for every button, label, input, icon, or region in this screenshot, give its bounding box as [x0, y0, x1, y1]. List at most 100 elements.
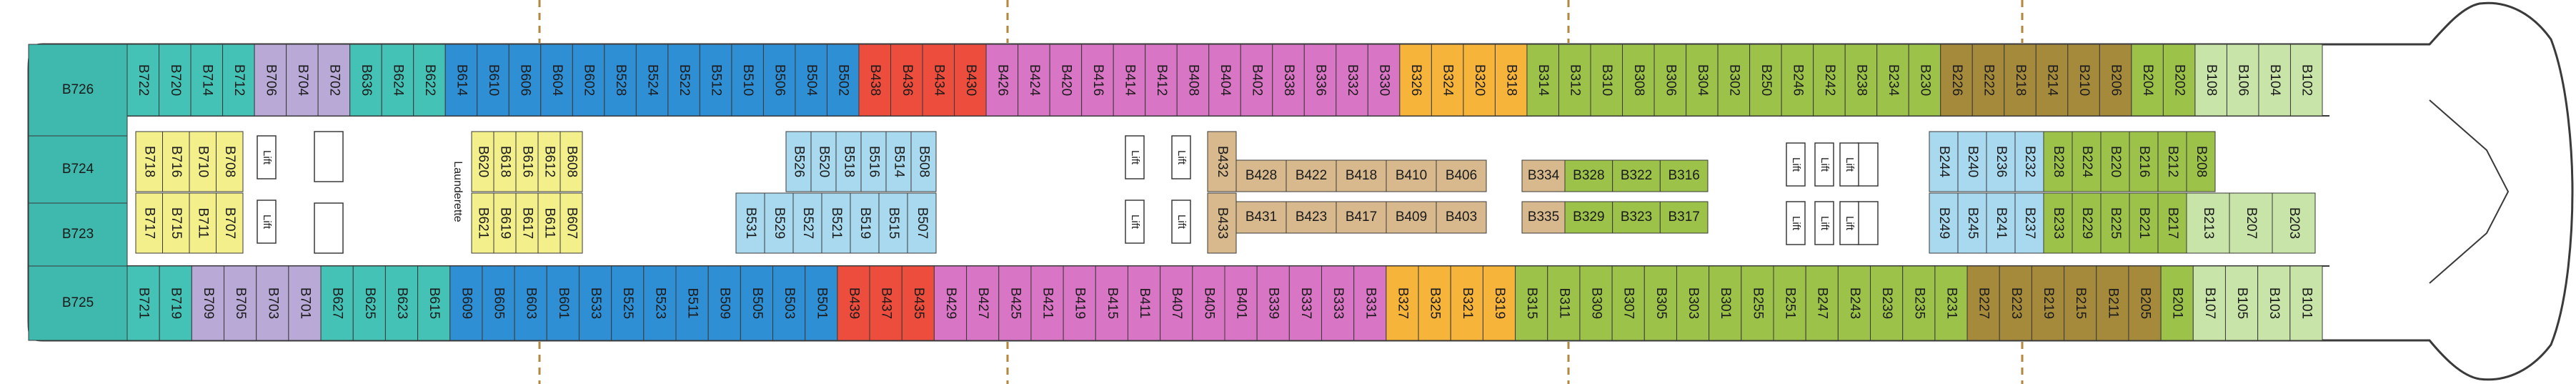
cabin-b108-top-box[interactable] — [2194, 44, 2227, 117]
inner-cabin-b241[interactable]: B241 — [1986, 192, 2016, 254]
cabin-b627-bottom[interactable]: B627 — [320, 265, 354, 341]
cabin-b702-top-box[interactable] — [317, 44, 351, 117]
cabin-b303-bottom-box[interactable] — [1676, 265, 1710, 341]
inner-cabin-b422-box[interactable] — [1285, 159, 1337, 192]
inner-cabin-b607-box[interactable] — [560, 192, 583, 254]
cabin-b333-bottom[interactable]: B333 — [1321, 265, 1355, 341]
cabin-b606-top-box[interactable] — [508, 44, 542, 117]
inner-cabin-b618[interactable]: B618 — [493, 131, 517, 192]
cabin-b223-bottom[interactable]: B223 — [1999, 265, 2032, 341]
cabin-b705-bottom-box[interactable] — [224, 265, 257, 341]
inner-cabin-b620-box[interactable] — [471, 131, 494, 192]
inner-cabin-b334[interactable]: B334 — [1521, 159, 1566, 192]
cabin-b218-top[interactable]: B218 — [2004, 44, 2037, 117]
cabin-b604-top-box[interactable] — [540, 44, 573, 117]
inner-cabin-b221-box[interactable] — [2129, 192, 2159, 254]
cabin-b338-top-box[interactable] — [1272, 44, 1305, 117]
cabin-b719-bottom-box[interactable] — [159, 265, 192, 341]
inner-cabin-b717-box[interactable] — [135, 192, 163, 254]
cabin-b246-top[interactable]: B246 — [1781, 44, 1814, 117]
cabin-b501-bottom-box[interactable] — [805, 265, 838, 341]
cabin-b509-bottom[interactable]: B509 — [707, 265, 741, 341]
inner-cabin-b220-box[interactable] — [2100, 131, 2130, 192]
cabin-b622-top-box[interactable] — [413, 44, 446, 117]
inner-cabin-b244[interactable]: B244 — [1929, 131, 1959, 192]
inner-cabin-b431-box[interactable] — [1235, 201, 1287, 234]
cabin-b603-bottom[interactable]: B603 — [514, 265, 547, 341]
cabin-b320-top-box[interactable] — [1463, 44, 1496, 117]
cabin-b306-top[interactable]: B306 — [1653, 44, 1687, 117]
cabin-b714-top-box[interactable] — [190, 44, 224, 117]
cabin-b305-bottom-box[interactable] — [1643, 265, 1677, 341]
cabin-b101-bottom[interactable]: B101 — [2289, 265, 2323, 341]
inner-cabin-b432[interactable]: B432 — [1207, 131, 1237, 192]
cabin-b603-bottom-box[interactable] — [514, 265, 547, 341]
inner-cabin-b617-box[interactable] — [515, 192, 539, 254]
cabin-b202-top[interactable]: B202 — [2162, 44, 2196, 117]
cabin-b227-bottom-box[interactable] — [1966, 265, 2000, 341]
cabin-b726-box[interactable] — [28, 44, 128, 137]
cabin-b724-box[interactable] — [28, 135, 128, 204]
cabin-b314-top[interactable]: B314 — [1526, 44, 1559, 117]
cabin-b504-top-box[interactable] — [795, 44, 827, 117]
inner-cabin-b406[interactable]: B406 — [1436, 159, 1487, 192]
cabin-b204-top-box[interactable] — [2131, 44, 2164, 117]
cabin-b239-bottom[interactable]: B239 — [1870, 265, 1904, 341]
inner-cabin-b529-box[interactable] — [764, 192, 794, 254]
cabin-b505-bottom-box[interactable] — [740, 265, 774, 341]
inner-cabin-b423-box[interactable] — [1285, 201, 1337, 234]
cabin-b427-bottom-box[interactable] — [966, 265, 1000, 341]
inner-cabin-b520-box[interactable] — [810, 131, 837, 192]
inner-cabin-b710-box[interactable] — [189, 131, 217, 192]
inner-cabin-b229-box[interactable] — [2072, 192, 2102, 254]
inner-cabin-b317-box[interactable] — [1659, 201, 1709, 234]
cabin-b719-bottom[interactable]: B719 — [159, 265, 192, 341]
cabin-b429-bottom[interactable]: B429 — [933, 265, 968, 341]
cabin-b712-top-box[interactable] — [222, 44, 255, 117]
cabin-b318-top-box[interactable] — [1494, 44, 1528, 117]
inner-cabin-b236[interactable]: B236 — [1986, 131, 2016, 192]
cabin-b327-bottom[interactable]: B327 — [1386, 265, 1419, 341]
cabin-b338-top[interactable]: B338 — [1272, 44, 1305, 117]
cabin-b255-bottom[interactable]: B255 — [1741, 265, 1774, 341]
cabin-b219-bottom-box[interactable] — [2031, 265, 2065, 341]
cabin-b304-top[interactable]: B304 — [1686, 44, 1719, 117]
cabin-b332-top-box[interactable] — [1336, 44, 1368, 117]
cabin-b419-bottom[interactable]: B419 — [1063, 265, 1096, 341]
cabin-b215-bottom[interactable]: B215 — [2064, 265, 2097, 341]
inner-cabin-b203[interactable]: B203 — [2272, 192, 2316, 254]
cabin-b721-bottom[interactable]: B721 — [126, 265, 160, 341]
inner-cabin-b236-box[interactable] — [1986, 131, 2016, 192]
cabin-b614-top-box[interactable] — [444, 44, 478, 117]
cabin-b720-top-box[interactable] — [159, 44, 192, 117]
cabin-b425-bottom[interactable]: B425 — [998, 265, 1032, 341]
cabin-b327-bottom-box[interactable] — [1386, 265, 1419, 341]
cabin-b201-bottom-box[interactable] — [2160, 265, 2194, 341]
cabin-b407-bottom[interactable]: B407 — [1160, 265, 1193, 341]
inner-cabin-b611[interactable]: B611 — [537, 192, 561, 254]
inner-cabin-b433-box[interactable] — [1207, 192, 1237, 254]
inner-cabin-b428[interactable]: B428 — [1235, 159, 1287, 192]
cabin-b614-top[interactable]: B614 — [444, 44, 478, 117]
cabin-b326-top[interactable]: B326 — [1399, 44, 1432, 117]
inner-cabin-b432-box[interactable] — [1207, 131, 1237, 192]
cabin-b211-bottom[interactable]: B211 — [2096, 265, 2129, 341]
inner-cabin-b245-box[interactable] — [1957, 192, 1987, 254]
cabin-b255-bottom-box[interactable] — [1741, 265, 1774, 341]
cabin-b601-bottom[interactable]: B601 — [546, 265, 580, 341]
inner-cabin-b715-box[interactable] — [162, 192, 190, 254]
cabin-b420-top-box[interactable] — [1049, 44, 1083, 117]
cabin-b331-bottom-box[interactable] — [1353, 265, 1387, 341]
inner-cabin-b711[interactable]: B711 — [189, 192, 217, 254]
cabin-b315-bottom-box[interactable] — [1515, 265, 1548, 341]
cabin-b434-top-box[interactable] — [922, 44, 955, 117]
cabin-b421-bottom[interactable]: B421 — [1030, 265, 1064, 341]
cabin-b104-top[interactable]: B104 — [2258, 44, 2291, 117]
cabin-b706-top[interactable]: B706 — [254, 44, 287, 117]
cabin-b512-top-box[interactable] — [699, 44, 732, 117]
cabin-b703-bottom[interactable]: B703 — [256, 265, 289, 341]
cabin-b238-top-box[interactable] — [1844, 44, 1878, 117]
cabin-b624-top-box[interactable] — [381, 44, 414, 117]
cabin-b425-bottom-box[interactable] — [998, 265, 1032, 341]
cabin-b324-top[interactable]: B324 — [1431, 44, 1464, 117]
